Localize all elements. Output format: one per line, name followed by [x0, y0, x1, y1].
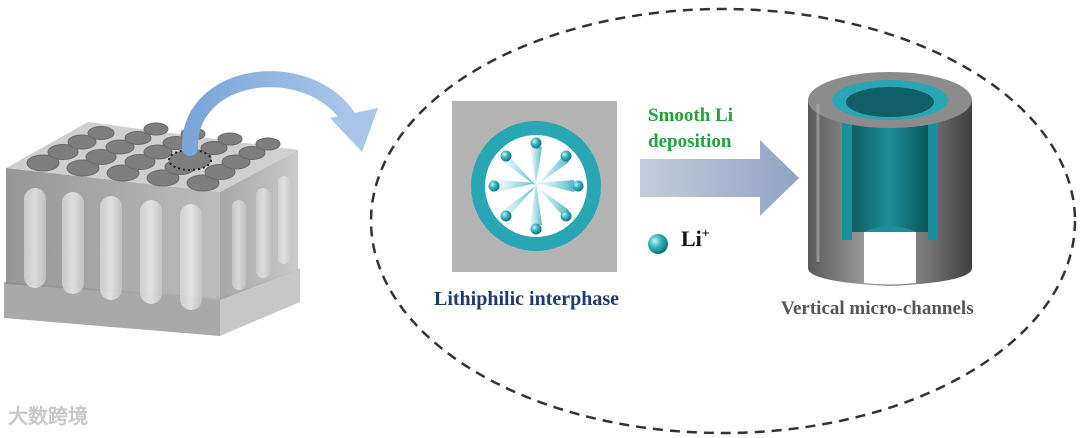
block-channel-columns	[24, 176, 290, 310]
smooth-li-line1: Smooth Li	[648, 105, 733, 126]
porous-host-block	[4, 122, 300, 336]
lithiphilic-interphase-label: Lithiphilic interphase	[434, 288, 620, 310]
highlighted-hole	[168, 149, 212, 171]
watermark: 大数跨境	[8, 400, 88, 429]
li-ion-legend-ball	[648, 234, 668, 254]
li-ion-text: Li	[681, 226, 702, 251]
li-flux-cones	[498, 147, 574, 225]
magnified-view-ellipse	[369, 7, 1077, 435]
micro-channel-tube	[808, 72, 972, 286]
watermark-text: 大数跨境	[8, 404, 88, 428]
li-ion-superscript: +	[701, 226, 710, 242]
li-ion-balls	[488, 137, 584, 235]
block-base-side	[220, 268, 300, 336]
curved-arrow	[181, 71, 378, 156]
smooth-li-deposition-label: Smooth Li deposition	[648, 103, 733, 155]
deposition-arrow	[640, 140, 799, 216]
vertical-micro-channels-label: Vertical micro-channels	[781, 298, 974, 319]
smooth-li-line2: deposition	[648, 131, 732, 152]
li-ion-label: Li+	[681, 226, 710, 252]
lithiphilic-interphase-diagram	[452, 101, 617, 272]
